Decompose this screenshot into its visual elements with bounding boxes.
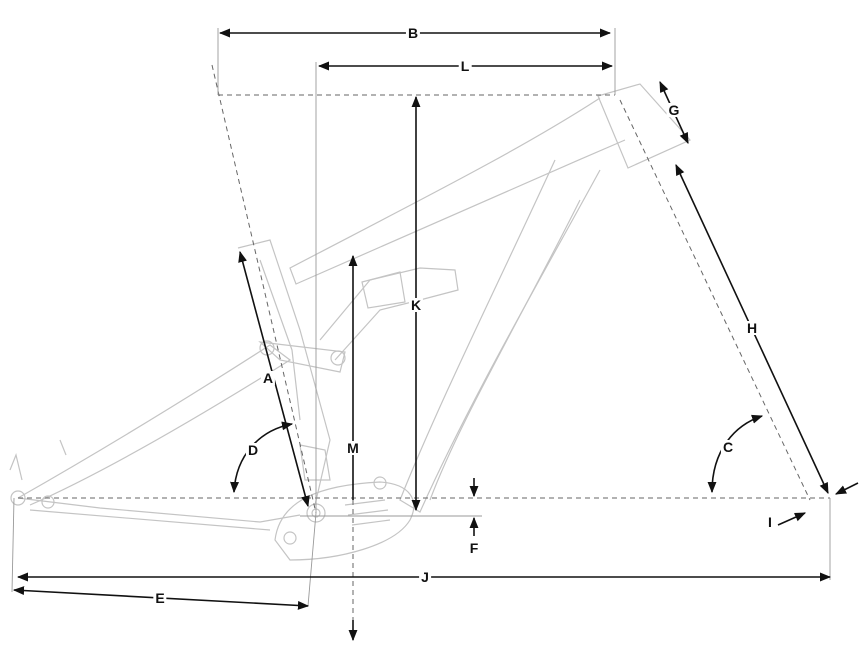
label-G: G — [666, 102, 682, 118]
label-H: H — [744, 320, 760, 336]
angle-D — [230, 421, 294, 494]
label-A: A — [260, 370, 276, 386]
label-M: M — [345, 440, 361, 456]
reference-lines — [11, 28, 831, 630]
label-E: E — [153, 590, 167, 606]
label-K: K — [408, 297, 424, 313]
label-I: I — [766, 514, 774, 530]
label-D: D — [245, 442, 261, 458]
label-C: C — [720, 439, 736, 455]
dimension-arrows — [12, 28, 859, 642]
label-L: L — [458, 58, 472, 74]
angle-C — [707, 414, 764, 494]
label-B: B — [405, 25, 421, 41]
bike-frame-outline — [9, 83, 691, 561]
dim-I-a — [777, 512, 807, 526]
dim-I-b — [834, 482, 859, 495]
label-F: F — [467, 540, 481, 556]
label-J: J — [419, 569, 431, 585]
